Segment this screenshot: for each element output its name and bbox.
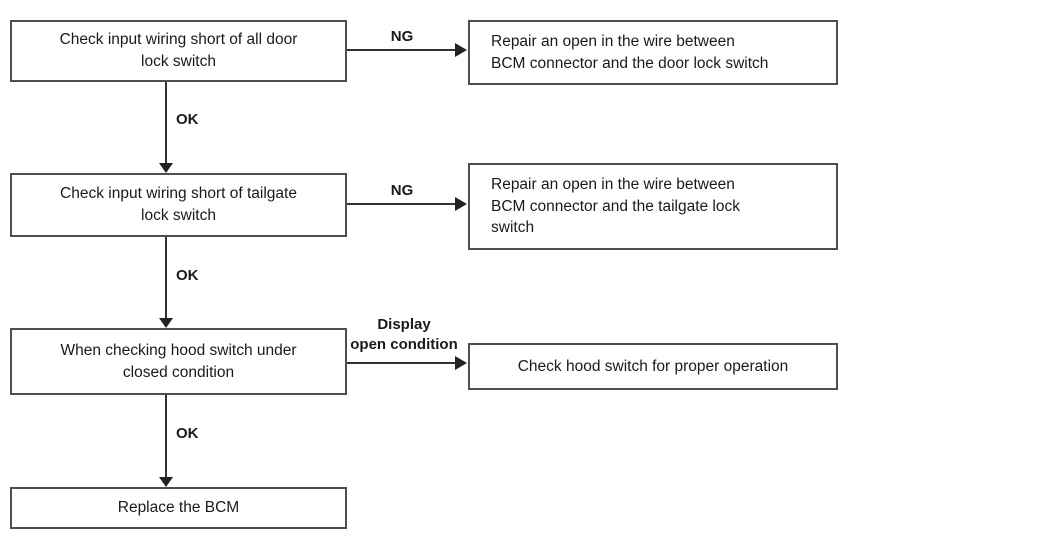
edge-label-ng: NG <box>390 28 414 45</box>
result-box-text: Repair an open in the wire between BCM c… <box>491 175 740 237</box>
connector-line-horizontal-2 <box>347 203 457 205</box>
connector-line-horizontal-3 <box>347 362 457 364</box>
step-box-replace-bcm: Replace the BCM <box>10 487 347 529</box>
step-box-text: Check input wiring short of all door loc… <box>59 31 298 70</box>
connector-line-vertical-1 <box>165 82 167 164</box>
connector-line-horizontal-1 <box>347 49 457 51</box>
arrow-down-icon <box>159 318 173 328</box>
arrow-right-icon <box>455 356 467 370</box>
arrow-down-icon <box>159 163 173 173</box>
step-box-text: Check input wiring short of tailgate loc… <box>60 185 297 224</box>
step-box-check-hood-switch-closed: When checking hood switch under closed c… <box>10 328 347 395</box>
result-box-text: Repair an open in the wire between BCM c… <box>491 32 769 72</box>
result-box-repair-tailgate-lock-wire: Repair an open in the wire between BCM c… <box>468 163 838 250</box>
arrow-right-icon <box>455 197 467 211</box>
step-box-check-tailgate-lock-wiring: Check input wiring short of tailgate loc… <box>10 173 347 237</box>
step-box-text: When checking hood switch under closed c… <box>60 341 297 381</box>
edge-label-ok: OK <box>176 111 199 128</box>
step-box-text: Replace the BCM <box>117 499 240 517</box>
edge-label-display-open-condition: Display open condition <box>350 316 458 354</box>
result-box-text: Check hood switch for proper operation <box>517 357 789 375</box>
connector-line-vertical-2 <box>165 237 167 319</box>
connector-line-vertical-3 <box>165 395 167 478</box>
edge-label-ok: OK <box>176 425 199 442</box>
step-box-check-door-lock-wiring: Check input wiring short of all door loc… <box>10 20 347 82</box>
result-box-repair-door-lock-wire: Repair an open in the wire between BCM c… <box>468 20 838 85</box>
arrow-right-icon <box>455 43 467 57</box>
arrow-down-icon <box>159 477 173 487</box>
edge-label-ok: OK <box>176 267 199 284</box>
edge-label-ng: NG <box>390 182 414 199</box>
result-box-check-hood-switch-operation: Check hood switch for proper operation <box>468 343 838 390</box>
